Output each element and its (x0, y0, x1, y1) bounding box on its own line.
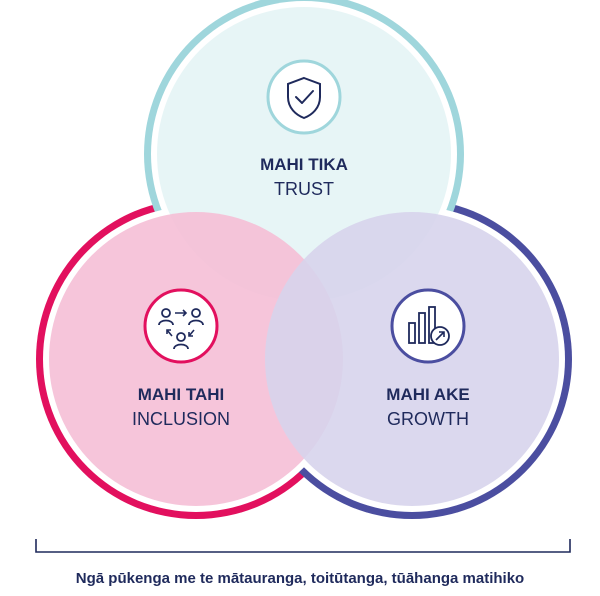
bracket (35, 539, 571, 553)
inclusion-subtitle: INCLUSION (132, 409, 230, 429)
growth-title: MAHI AKE (386, 385, 469, 404)
inclusion-title: MAHI TAHI (138, 385, 225, 404)
trust-subtitle: TRUST (274, 179, 334, 199)
shield-check-icon (266, 59, 342, 135)
trust-title: MAHI TIKA (260, 155, 348, 174)
caption: Ngā pūkenga me te mātauranga, toitūtanga… (76, 570, 524, 587)
bar-chart-arrow-icon (390, 288, 466, 364)
people-cycle-icon (143, 288, 219, 364)
growth-subtitle: GROWTH (387, 409, 469, 429)
